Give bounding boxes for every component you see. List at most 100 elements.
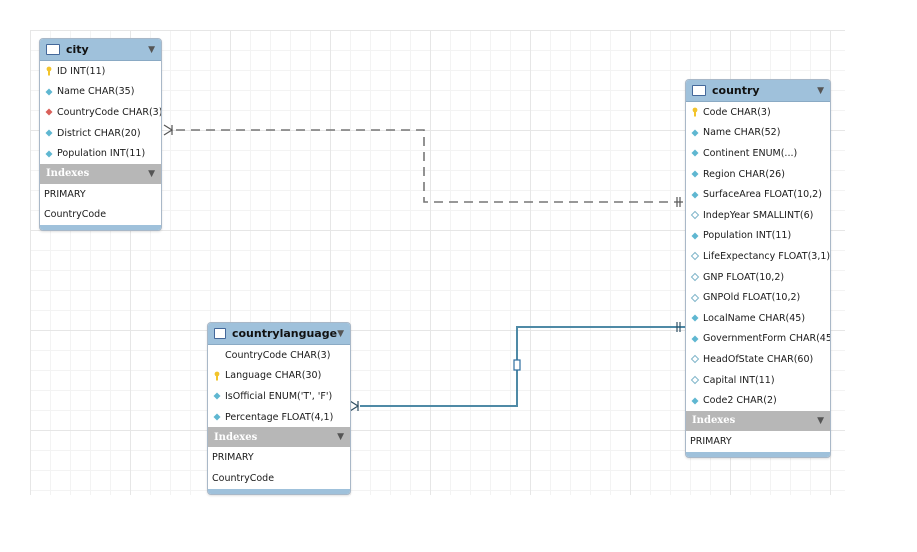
not-null-diamond-icon [45,88,53,96]
column-label: SurfaceArea FLOAT(10,2) [703,189,822,201]
column-row[interactable]: CountryCode CHAR(3) [208,345,350,366]
column-row[interactable]: District CHAR(20) [40,123,161,144]
column-row[interactable]: IsOfficial ENUM('T', 'F') [208,386,350,407]
relationship-line [360,326,685,407]
column-row[interactable]: Population INT(11) [686,226,830,247]
column-label: Continent ENUM(...) [703,147,798,159]
column-row[interactable]: Name CHAR(35) [40,82,161,103]
collapse-arrow-icon[interactable]: ▼ [337,328,344,339]
column-row[interactable]: Percentage FLOAT(4,1) [208,407,350,428]
table-city[interactable]: city ▼ ID INT(11) Name CHAR(35) CountryCod… [39,38,162,232]
many-crowfoot-marker [163,124,174,136]
column-label: LifeExpectancy FLOAT(3,1) [703,250,831,262]
column-list: Code CHAR(3) Name CHAR(52) Continent ENUM(… [686,102,830,411]
table-header[interactable]: city ▼ [40,39,161,61]
nullable-diamond-icon [690,252,700,261]
column-row[interactable]: Code CHAR(3) [686,102,830,123]
column-label: IsOfficial ENUM('T', 'F') [225,390,333,402]
column-row[interactable]: Continent ENUM(...) [686,143,830,164]
column-row[interactable]: GNPOld FLOAT(10,2) [686,287,830,308]
table-title: country [712,84,760,97]
foreign-key-diamond-icon [45,108,53,116]
column-label: Name CHAR(35) [57,86,135,98]
indexes-header[interactable]: Indexes ▼ [40,163,161,184]
nullable-diamond-icon [690,211,700,220]
collapse-arrow-icon[interactable]: ▼ [148,44,155,55]
nullable-diamond-icon [690,375,700,385]
relationship-line [176,129,685,203]
column-row[interactable]: HeadOfState CHAR(60) [686,349,830,370]
column-row[interactable]: GovernmentForm CHAR(45) [686,329,830,350]
column-list: ID INT(11) Name CHAR(35) CountryCode CHAR(… [40,61,161,164]
column-label: Region CHAR(26) [703,168,785,180]
not-null-diamond-icon [691,335,699,343]
indexes-header[interactable]: Indexes ▼ [686,410,830,431]
not-null-diamond-icon [691,232,699,240]
column-list: CountryCode CHAR(3) Language CHAR(30) IsOf… [208,345,350,427]
not-null-diamond-icon [691,191,699,199]
collapse-arrow-icon[interactable]: ▼ [817,415,824,426]
column-label: GNP FLOAT(10,2) [703,271,785,283]
index-row[interactable]: PRIMARY [44,188,86,200]
column-row[interactable]: Language CHAR(30) [208,366,350,387]
column-label: Population INT(11) [57,148,146,160]
column-label: Capital INT(11) [703,374,775,386]
not-null-diamond-icon [213,392,221,400]
not-null-diamond-icon [213,413,221,421]
column-row[interactable]: Capital INT(11) [686,370,830,391]
column-row[interactable]: GNP FLOAT(10,2) [686,267,830,288]
index-row[interactable]: CountryCode [44,209,107,221]
relationship-countrylanguage-country[interactable] [349,322,685,412]
column-row[interactable]: IndepYear SMALLINT(6) [686,205,830,226]
many-crowfoot-marker [349,400,360,412]
not-null-diamond-icon [45,150,53,158]
column-label: Language CHAR(30) [225,370,322,382]
key-icon [46,66,52,76]
table-countrylanguage[interactable]: countrylanguage ▼ CountryCode CHAR(3) Lan… [207,322,351,495]
not-null-diamond-icon [45,129,53,137]
column-row[interactable]: ID INT(11) [40,61,161,82]
not-null-diamond-icon [691,314,699,322]
one-marker [676,197,681,207]
indexes-label: Indexes [46,168,90,180]
collapse-arrow-icon[interactable]: ▼ [148,168,155,179]
index-list: PRIMARY CountryCode [208,447,350,488]
column-label: Name CHAR(52) [703,127,781,139]
not-null-diamond-icon [691,397,699,405]
relationship-handle[interactable] [513,359,521,371]
column-label: HeadOfState CHAR(60) [703,353,814,365]
column-label: CountryCode CHAR(3) [57,106,162,118]
collapse-arrow-icon[interactable]: ▼ [817,85,824,96]
column-row[interactable]: LocalName CHAR(45) [686,308,830,329]
blank-icon [212,350,222,360]
table-header[interactable]: countrylanguage ▼ [208,323,350,345]
column-row[interactable]: Name CHAR(52) [686,123,830,144]
column-row[interactable]: Code2 CHAR(2) [686,390,830,411]
relationship-city-country[interactable] [163,124,685,207]
index-row[interactable]: CountryCode [212,472,275,484]
table-footer [686,451,830,457]
indexes-label: Indexes [692,415,736,427]
column-row[interactable]: SurfaceArea FLOAT(10,2) [686,184,830,205]
index-list: PRIMARY CountryCode [40,184,161,225]
column-label: Code2 CHAR(2) [703,395,777,407]
column-row[interactable]: LifeExpectancy FLOAT(3,1) [686,246,830,267]
index-row[interactable]: PRIMARY [212,452,254,464]
table-icon [46,44,60,55]
table-icon [214,328,226,339]
table-footer [40,225,161,231]
index-row[interactable]: PRIMARY [690,435,732,447]
collapse-arrow-icon[interactable]: ▼ [337,432,344,443]
nullable-diamond-icon [690,355,700,364]
not-null-diamond-icon [691,170,699,178]
indexes-header[interactable]: Indexes ▼ [208,427,350,448]
column-row[interactable]: CountryCode CHAR(3) [40,102,161,123]
table-title: countrylanguage [231,327,338,340]
column-row[interactable]: Region CHAR(26) [686,164,830,185]
column-label: District CHAR(20) [57,127,141,139]
table-country[interactable]: country ▼ Code CHAR(3) Name CHAR(52) Conti… [685,79,831,458]
table-header[interactable]: country ▼ [686,80,830,102]
column-row[interactable]: Population INT(11) [40,143,161,164]
indexes-label: Indexes [214,431,258,443]
